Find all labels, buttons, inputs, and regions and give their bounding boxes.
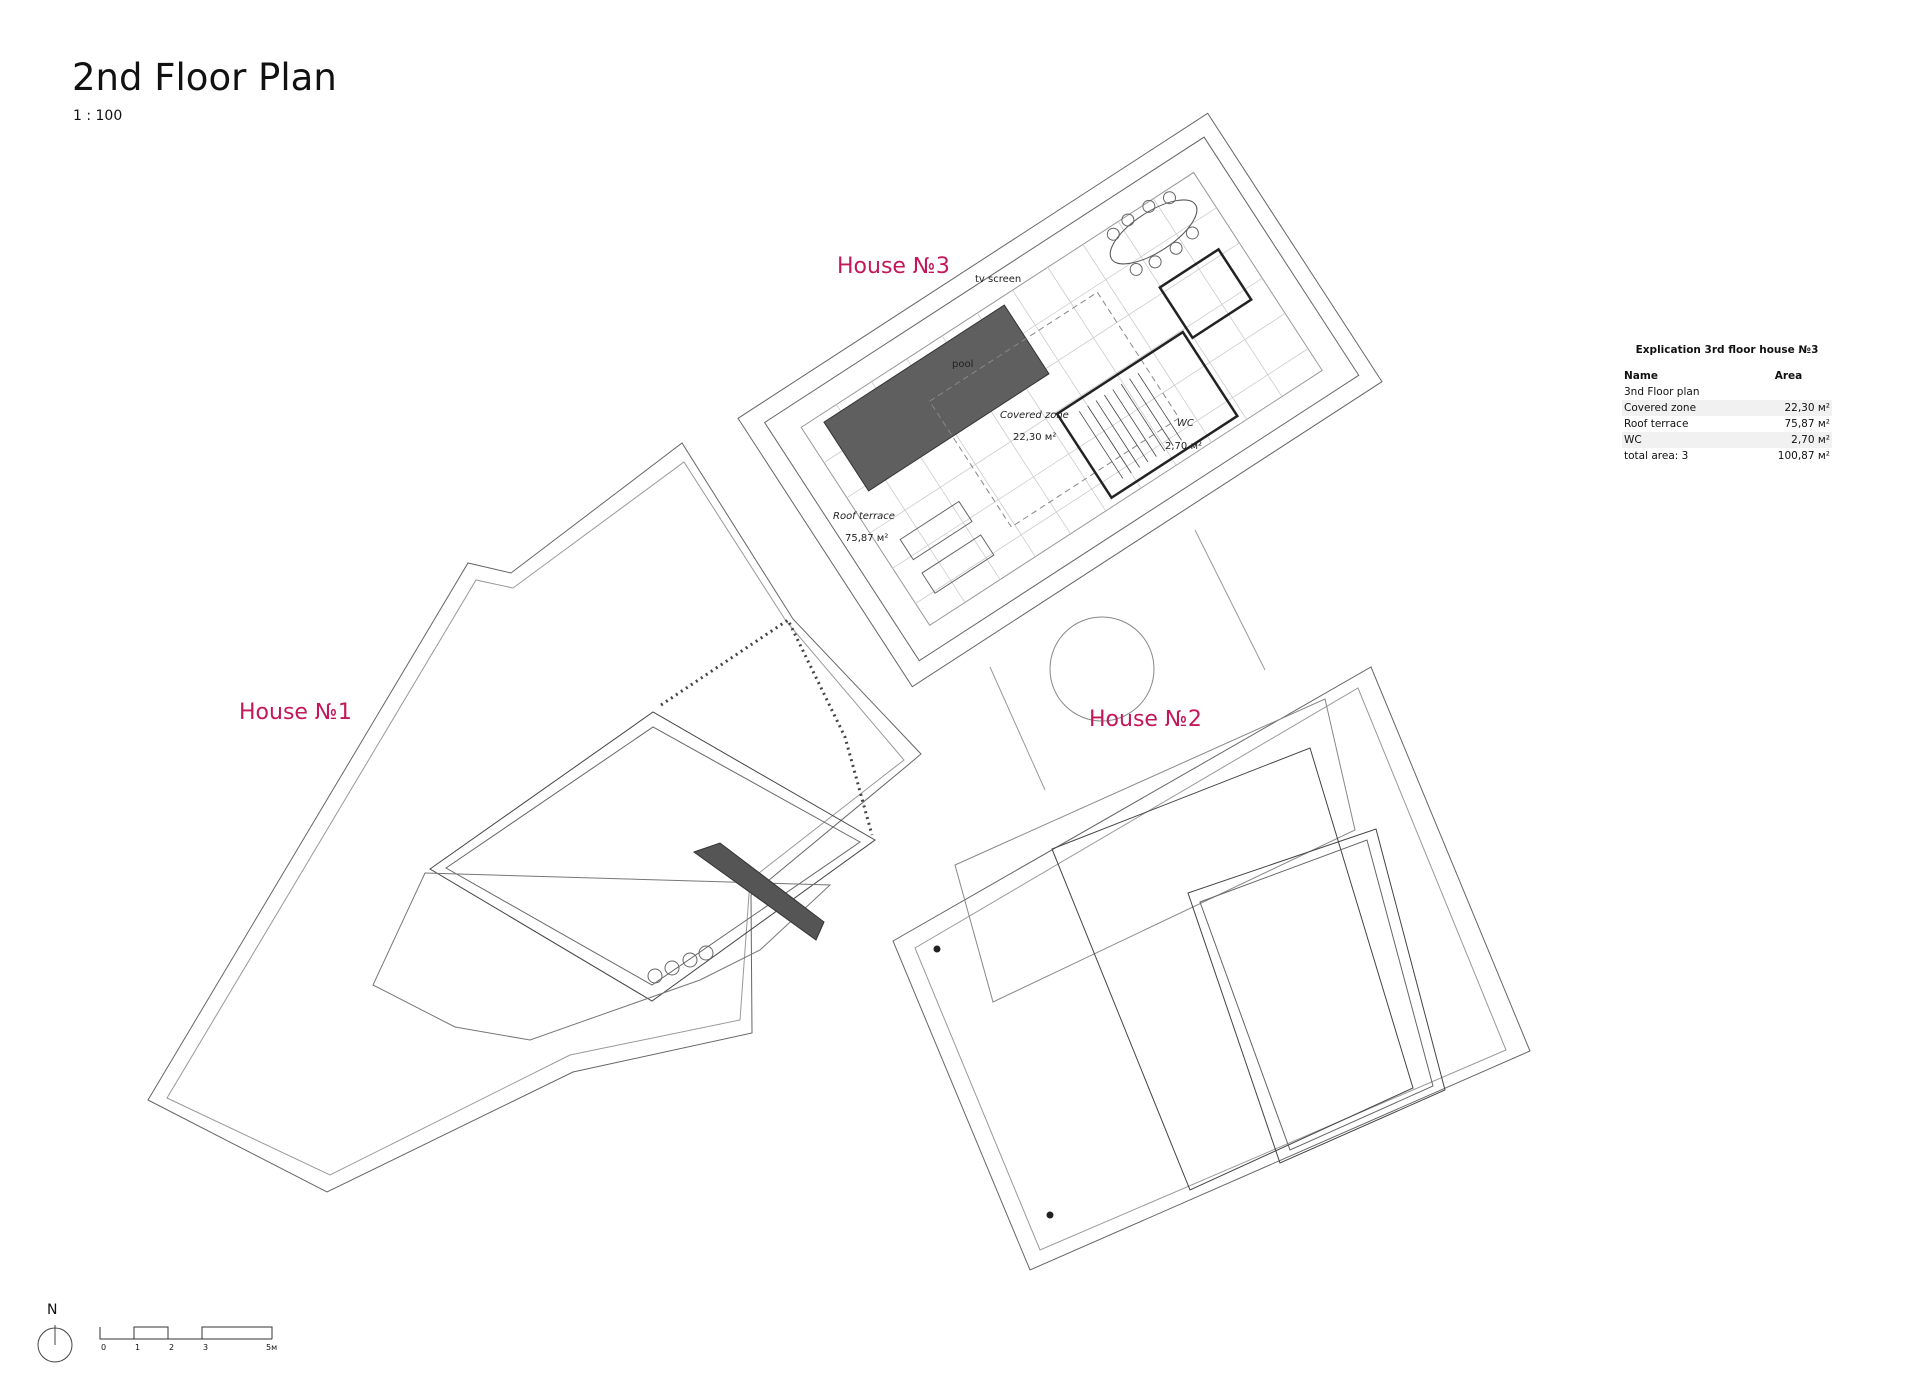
row-area: 2,70 м²: [1744, 432, 1832, 448]
explication-col-area: Area: [1774, 370, 1803, 382]
wc-area: 2,70 м²: [1165, 441, 1202, 452]
scale-bar: [99, 1326, 273, 1340]
explication-col-name: Name: [1624, 370, 1658, 382]
row-name: 3nd Floor plan: [1624, 386, 1700, 398]
row-area: 75,87 м²: [1784, 418, 1830, 430]
table-row: Covered zone 22,30 м²: [1622, 400, 1832, 416]
scale-tick: 5м: [266, 1343, 278, 1352]
house1-label: House №1: [239, 700, 352, 725]
explication-table: Explication 3rd floor house №3 Name Area…: [1622, 344, 1832, 464]
pool-shape: [823, 304, 1050, 492]
scale-tick: 3: [203, 1343, 209, 1352]
house3-outline: [737, 112, 1383, 688]
roof-terrace-area: 75,87 м²: [845, 533, 888, 544]
row-area: [1745, 384, 1832, 400]
house2-outline: [892, 529, 1531, 1271]
explication-title: Explication 3rd floor house №3: [1635, 344, 1819, 356]
row-name: WC: [1622, 432, 1745, 448]
north-letter: N: [47, 1302, 58, 1318]
row-area: 22,30 м²: [1744, 400, 1832, 416]
pool-label: pool: [952, 359, 973, 370]
scale-tick: 2: [169, 1343, 175, 1352]
covered-zone-label: Covered zone: [1000, 410, 1069, 421]
table-row: total area: 3 100,87 м²: [1622, 448, 1832, 464]
row-area: 100,87 м²: [1777, 450, 1830, 462]
house3-label: House №3: [837, 254, 950, 279]
row-name: Roof terrace: [1624, 418, 1689, 430]
scale-tick: 0: [101, 1343, 107, 1352]
house1-dark-strip: [692, 842, 825, 941]
table-row: Roof terrace 75,87 м²: [1622, 416, 1832, 432]
roof-terrace-label: Roof terrace: [833, 511, 895, 522]
row-name: total area: 3: [1624, 450, 1689, 462]
table-row: 3nd Floor plan: [1622, 384, 1832, 400]
tv-screen-label: tv screen: [975, 274, 1021, 285]
house2-label: House №2: [1089, 707, 1202, 732]
covered-zone-area: 22,30 м²: [1013, 432, 1056, 443]
north-arrow-icon: [37, 1325, 73, 1363]
row-name: Covered zone: [1622, 400, 1745, 416]
table-row: WC 2,70 м²: [1622, 432, 1832, 448]
wc-label: WC: [1177, 418, 1194, 429]
drawing-title: 2nd Floor Plan: [72, 56, 337, 99]
drawing-scale: 1 : 100: [73, 108, 123, 124]
scale-tick: 1: [135, 1343, 141, 1352]
house1-outline: [147, 442, 922, 1193]
